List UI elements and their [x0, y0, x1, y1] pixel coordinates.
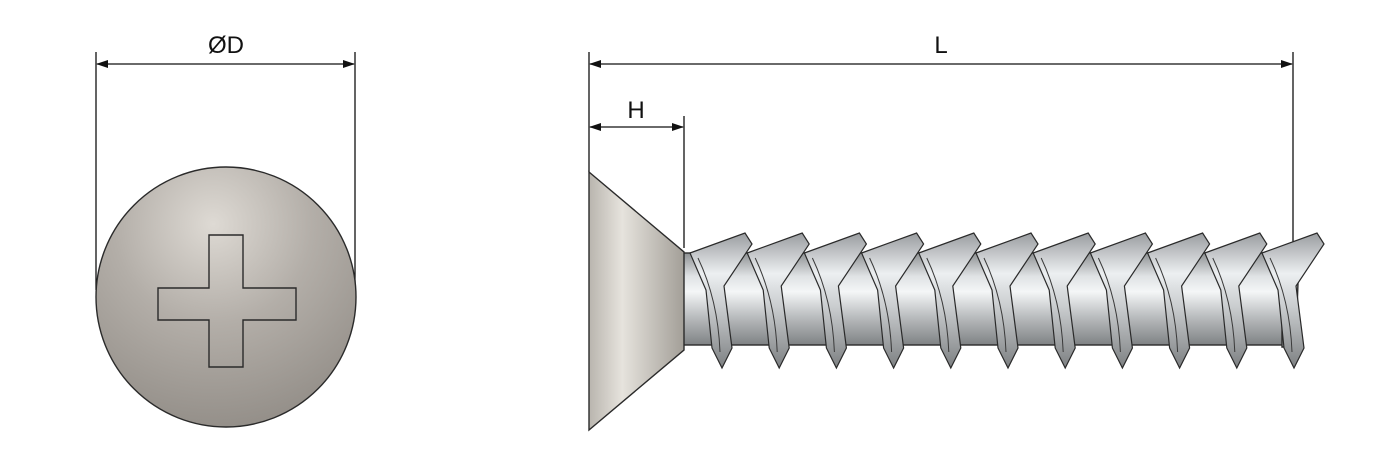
thread-crest	[975, 232, 1039, 370]
thread-crest	[746, 232, 810, 370]
thread-crest	[1089, 232, 1154, 370]
thread-edge	[983, 257, 1007, 353]
thread-crest	[803, 232, 868, 370]
thread-edge	[754, 257, 778, 353]
thread-crest	[917, 232, 982, 370]
phillips-head-icon	[95, 166, 357, 428]
thread-crest	[1146, 232, 1211, 370]
thread-crest	[1203, 232, 1268, 370]
length-label: L	[934, 32, 947, 59]
thread-edge	[1097, 257, 1121, 353]
thread-crest	[1032, 232, 1096, 370]
thread-crests	[689, 232, 1325, 370]
thread-edge	[926, 257, 950, 353]
thread-edge	[1155, 257, 1179, 353]
thread-edge	[1212, 257, 1236, 353]
diameter-label: ØD	[208, 32, 244, 59]
thread-crest	[860, 232, 925, 370]
countersunk-head	[588, 170, 685, 432]
thread-edge	[697, 257, 721, 353]
thread-edge	[1040, 257, 1064, 353]
thread-crest	[689, 232, 753, 370]
screw-side-view: L H	[588, 32, 1325, 432]
thread-edge	[1269, 257, 1293, 353]
thread-edge	[811, 257, 835, 353]
thread-edge	[869, 257, 893, 353]
head-height-label: H	[627, 97, 644, 124]
screw-head-circle	[95, 166, 357, 428]
phillips-cross-recess	[157, 234, 297, 368]
head-end-view: ØD	[95, 32, 357, 428]
countersunk-screw-icon	[588, 170, 1325, 432]
thread-crest	[1261, 232, 1325, 370]
